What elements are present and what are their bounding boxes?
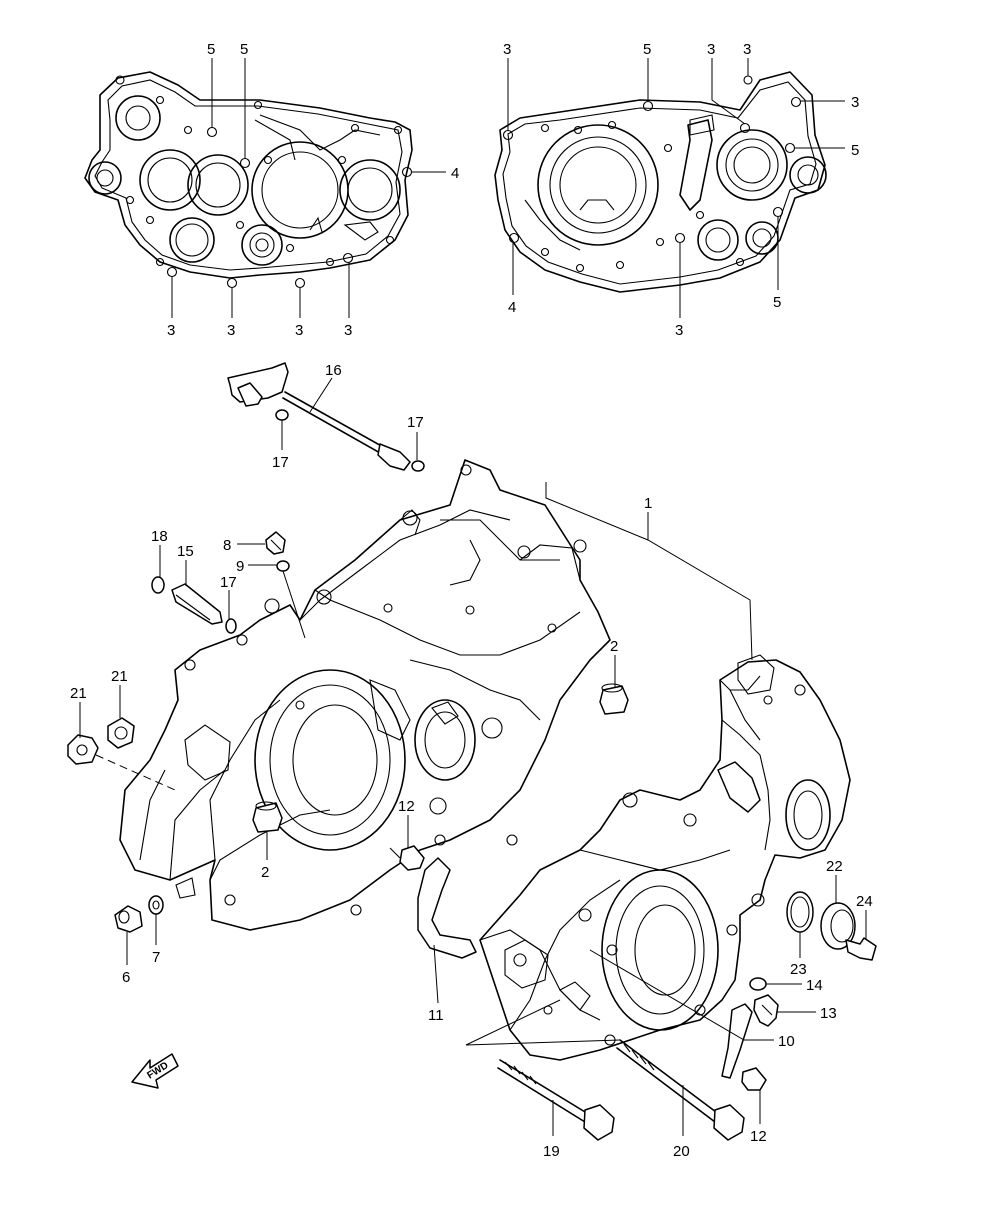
callout-21: 21 (70, 685, 87, 702)
callout-3: 3 (707, 41, 715, 58)
callout-5: 5 (207, 41, 215, 58)
callout-3: 3 (227, 322, 235, 339)
callout-3: 3 (743, 41, 751, 58)
washer-part-14 (749, 977, 767, 991)
bolt-21-axis-line (95, 754, 176, 791)
o-ring-17-upper-right (411, 460, 425, 472)
callout-3: 3 (167, 322, 175, 339)
forward-direction-arrow-icon: FWD (131, 1053, 179, 1089)
callout-labels: 5 5 4 3 3 3 3 3 5 3 3 3 5 5 3 4 16 17 17… (70, 41, 873, 1160)
gasket-part-7 (148, 895, 164, 915)
callout-14: 14 (806, 977, 823, 994)
callout-22: 22 (826, 858, 843, 875)
washer-part-9 (276, 560, 290, 572)
oil-pipe-part-16 (227, 362, 411, 471)
callout-18: 18 (151, 528, 168, 545)
drain-plug-part-6 (114, 905, 143, 933)
callout-3: 3 (675, 322, 683, 339)
dowel-pin-part-2-left (252, 801, 283, 833)
bolt-part-24 (845, 937, 877, 961)
callout-6: 6 (122, 969, 130, 986)
right-inset-bolt-holes (502, 75, 802, 273)
long-bolt-part-20 (616, 1039, 745, 1141)
plug-part-8 (265, 531, 286, 555)
callout-1: 1 (644, 495, 652, 512)
left-crankcase-inset (84, 71, 413, 289)
callout-15: 15 (177, 543, 194, 560)
left-inset-bolt-holes (115, 75, 413, 289)
cover-cap-part-22 (820, 902, 856, 950)
left-crankcase-half (119, 459, 611, 931)
callout-9: 9 (236, 558, 244, 575)
bracket-part-11 (417, 857, 477, 959)
dowel-pin-part-2-right (599, 683, 629, 715)
callout-3: 3 (503, 41, 511, 58)
callout-19: 19 (543, 1143, 560, 1160)
callout-4: 4 (508, 299, 516, 316)
callout-23: 23 (790, 961, 807, 978)
callout-11: 11 (428, 1007, 444, 1024)
bolt-part-13 (753, 994, 779, 1027)
callout-5: 5 (643, 41, 651, 58)
callout-2: 2 (261, 864, 269, 881)
bolt-part-21 (67, 734, 99, 765)
strap-part-10 (721, 1003, 753, 1079)
o-ring-17-lower (225, 618, 237, 634)
callout-12: 12 (750, 1128, 767, 1145)
callout-5: 5 (773, 294, 781, 311)
callout-2: 2 (610, 638, 618, 655)
leader-lines (79, 58, 867, 1136)
callout-24: 24 (856, 893, 873, 910)
callout-5: 5 (240, 41, 248, 58)
callout-3: 3 (851, 94, 859, 111)
callout-3: 3 (295, 322, 303, 339)
left-case-lugs (184, 464, 587, 916)
right-crankcase-half (479, 654, 851, 1061)
o-ring-part-18 (151, 576, 165, 594)
dowel-part-15 (171, 583, 223, 625)
washer-part-21 (107, 717, 135, 749)
callout-13: 13 (820, 1005, 837, 1022)
bolt-part-12-upper (389, 845, 425, 871)
long-bolt-part-19 (497, 1059, 615, 1141)
callout-5: 5 (851, 142, 859, 159)
o-ring-17-upper-left (275, 409, 289, 421)
callout-10: 10 (778, 1033, 795, 1050)
right-crankcase-inset (494, 71, 827, 293)
callout-3: 3 (344, 322, 352, 339)
callout-21: 21 (111, 668, 128, 685)
callout-17: 17 (272, 454, 289, 471)
right-case-lugs (513, 684, 806, 1046)
callout-4: 4 (451, 165, 459, 182)
callout-8: 8 (223, 537, 231, 554)
callout-17: 17 (220, 574, 237, 591)
callout-12: 12 (398, 798, 415, 815)
callout-7: 7 (152, 949, 160, 966)
callout-20: 20 (673, 1143, 690, 1160)
callout-16: 16 (325, 362, 342, 379)
callout-17: 17 (407, 414, 424, 431)
bolt-part-12-lower (741, 1067, 767, 1091)
